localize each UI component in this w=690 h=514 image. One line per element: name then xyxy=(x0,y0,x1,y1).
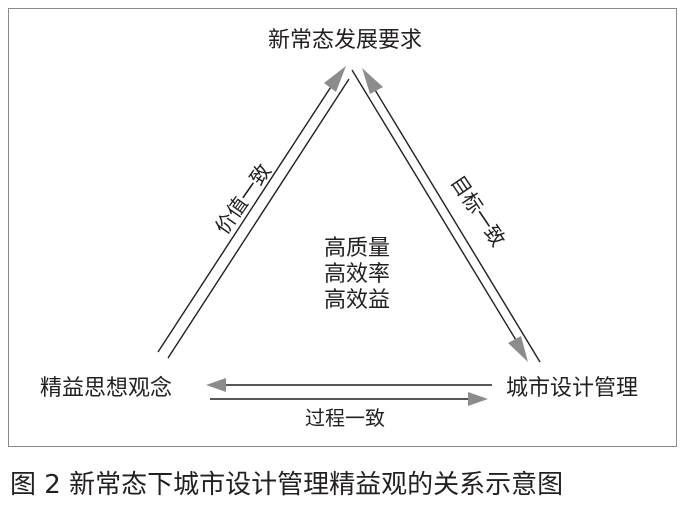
center-line-benefit: 高效益 xyxy=(323,288,390,313)
center-goals: 高质量 高效率 高效益 xyxy=(295,236,419,314)
left-edge-arrow-up xyxy=(157,66,346,353)
edge-label-process: 过程一致 xyxy=(305,406,385,430)
right-edge-arrow-up xyxy=(362,68,541,363)
bottom-edge-arrow-right xyxy=(210,392,488,406)
diagram-frame xyxy=(8,8,677,447)
center-line-quality: 高质量 xyxy=(323,236,390,261)
figure-caption: 图 2 新常态下城市设计管理精益观的关系示意图 xyxy=(10,470,564,500)
right-edge-arrow-down xyxy=(351,69,528,362)
node-urban-design-management: 城市设计管理 xyxy=(506,376,639,401)
left-edge-arrow-down xyxy=(167,78,350,359)
bottom-edge-arrow-left xyxy=(206,378,492,392)
node-new-normal-requirements: 新常态发展要求 xyxy=(267,28,422,53)
node-lean-thinking: 精益思想观念 xyxy=(40,376,173,401)
center-line-efficiency: 高效率 xyxy=(323,262,390,287)
